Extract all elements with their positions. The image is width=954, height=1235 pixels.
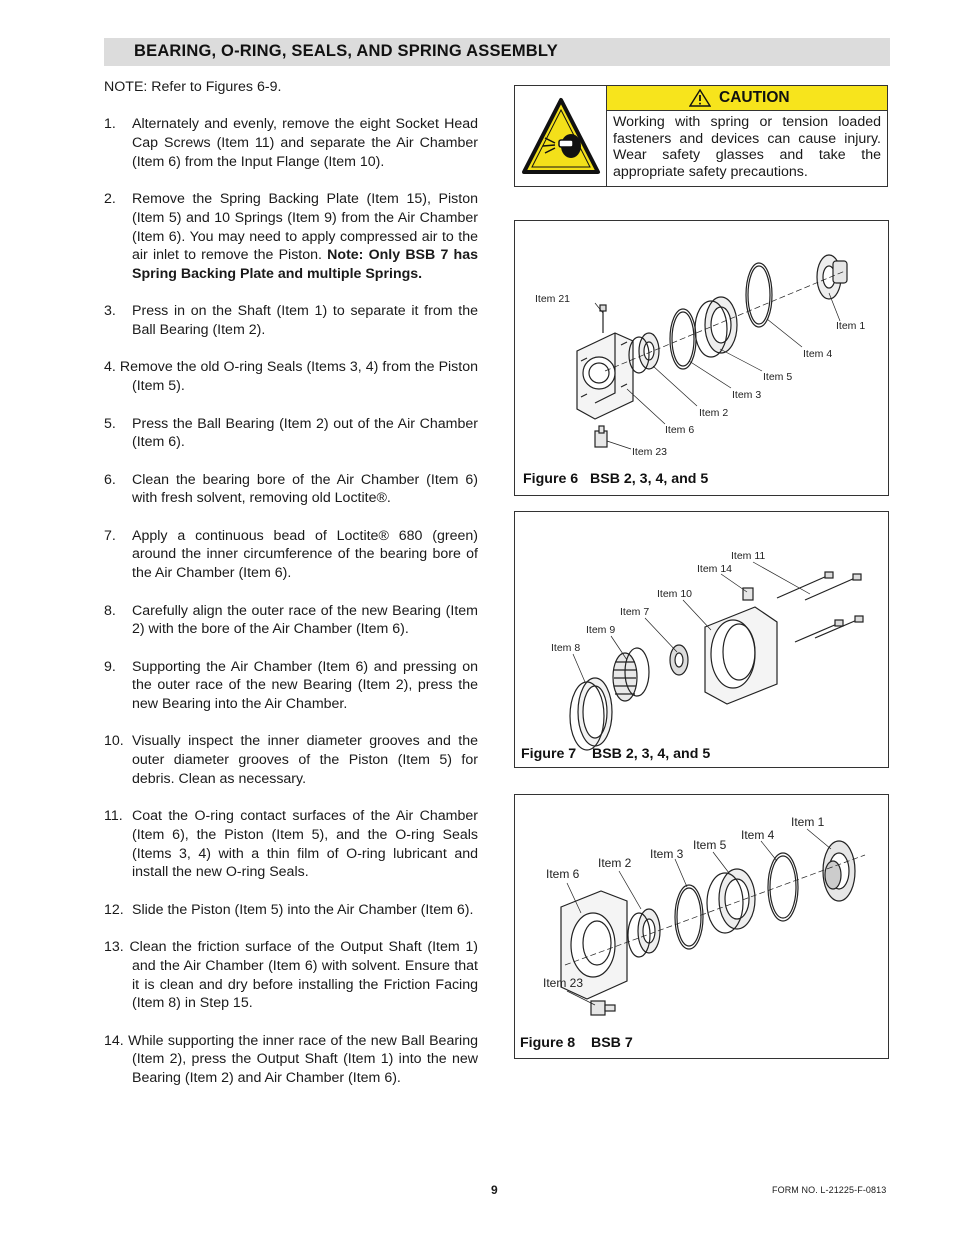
fig7-label-item11: Item 11: [731, 550, 766, 562]
step-text: Press the Ball Bearing (Item 2) out of t…: [132, 415, 478, 451]
figure-8-exploded-view: [560, 828, 866, 1016]
safety-glasses-warning-icon: [522, 98, 600, 174]
figure-6: Item 21 Item 1 Item 4 Item 5 Item 3 Item…: [514, 220, 889, 496]
step-8: 8. Carefully align the outer race of the …: [104, 602, 478, 639]
step-4: 4. Remove the old O-ring Seals (Items 3,…: [104, 358, 478, 395]
step-text: Slide the Piston (Item 5) into the Air C…: [132, 901, 474, 918]
step-2: 2. Remove the Spring Backing Plate (Item …: [104, 190, 478, 284]
fig8-label-item4: Item 4: [741, 828, 775, 842]
step-text: Clean the friction surface of the Output…: [129, 939, 478, 1012]
step-number: 3.: [104, 303, 116, 320]
step-number: 6.: [104, 471, 116, 488]
step-text: Coat the O-ring contact surfaces of the …: [132, 808, 478, 881]
caution-text: Working with spring or tension loaded fa…: [613, 114, 881, 180]
fig6-label-item6: Item 6: [665, 424, 695, 436]
section-title: BEARING, O-RING, SEALS, AND SPRING ASSEM…: [134, 42, 558, 60]
note-text: NOTE: Refer to Figures 6-9.: [104, 79, 282, 95]
caution-icon-cell: [515, 86, 607, 186]
fig8-label-item23: Item 23: [543, 976, 584, 990]
caution-label: CAUTION: [719, 89, 790, 106]
step-number: 12.: [104, 901, 124, 918]
fig8-label-item5: Item 5: [693, 838, 727, 852]
fig6-label-item21: Item 21: [535, 293, 571, 305]
step-number: 13.: [104, 939, 124, 956]
step-number: 8.: [104, 602, 116, 619]
figure-6-caption: Figure 6 BSB 2, 3, 4, and 5: [523, 471, 709, 487]
fig6-label-item5: Item 5: [763, 371, 793, 383]
step-text: Alternately and evenly, remove the eight…: [132, 116, 478, 170]
step-14: 14. While supporting the inner race of t…: [104, 1032, 478, 1088]
figure-7-exploded-view: [569, 561, 864, 751]
step-text: Remove the old O-ring Seals (Items 3, 4)…: [119, 359, 478, 395]
step-number: 1.: [104, 116, 116, 133]
step-5: 5. Press the Ball Bearing (Item 2) out of…: [104, 415, 478, 452]
figure-8: Item 1 Item 4 Item 5 Item 3 Item 2 Item …: [514, 794, 889, 1059]
step-number: 11.: [104, 808, 123, 825]
fig7-label-item9: Item 9: [586, 624, 616, 636]
page-number: 9: [491, 1183, 498, 1197]
fig7-label-item10: Item 10: [657, 588, 693, 600]
step-number: 14.: [104, 1032, 124, 1049]
warning-triangle-icon: [689, 89, 711, 107]
step-text: While supporting the inner race of the n…: [128, 1032, 478, 1087]
step-13: 13. Clean the friction surface of the Ou…: [104, 938, 478, 1013]
step-1: 1. Alternately and evenly, remove the eig…: [104, 115, 478, 171]
figure-7-caption: Figure 7 BSB 2, 3, 4, and 5: [521, 746, 711, 762]
step-number: 9.: [104, 658, 116, 675]
figure-8-caption: Figure 8 BSB 7: [520, 1035, 633, 1051]
step-note-bold: Note: Only BSB 7 has Spring Backing Plat…: [132, 247, 478, 282]
step-12: 12. Slide the Piston (Item 5) into the Ai…: [104, 901, 478, 920]
fig8-label-item3: Item 3: [650, 847, 684, 861]
fig8-label-item1: Item 1: [791, 815, 825, 829]
step-7: 7. Apply a continuous bead of Loctite® 68…: [104, 527, 478, 583]
caution-header: CAUTION: [607, 86, 887, 111]
step-text: Clean the bearing bore of the Air Chambe…: [132, 471, 478, 507]
figure-7: Item 11 Item 14 Item 10 Item 7 Item 9 It…: [514, 511, 889, 768]
section-header-bar: BEARING, O-RING, SEALS, AND SPRING ASSEM…: [104, 38, 890, 66]
step-10: 10. Visually inspect the inner diameter g…: [104, 732, 478, 788]
step-9: 9. Supporting the Air Chamber (Item 6) an…: [104, 658, 478, 714]
step-number: 10.: [104, 733, 124, 750]
fig7-label-item14: Item 14: [697, 563, 733, 575]
fig7-label-item7: Item 7: [620, 606, 650, 618]
step-text: Apply a continuous bead of Loctite® 680 …: [132, 527, 478, 582]
step-text: Press in on the Shaft (Item 1) to separa…: [132, 303, 478, 339]
fig6-label-item4: Item 4: [803, 348, 833, 360]
step-number: 5.: [104, 415, 116, 432]
fig6-label-item1: Item 1: [836, 320, 866, 332]
figure-6-exploded-view: [576, 254, 848, 450]
step-number: 4.: [104, 359, 116, 376]
fig6-label-item3: Item 3: [732, 389, 762, 401]
fig8-label-item6: Item 6: [546, 867, 580, 881]
form-number: FORM NO. L-21225-F-0813: [772, 1185, 887, 1195]
fig6-label-item23: Item 23: [632, 446, 668, 458]
step-text: Carefully align the outer race of the ne…: [132, 602, 478, 638]
fig7-label-item8: Item 8: [551, 642, 581, 654]
step-6: 6. Clean the bearing bore of the Air Cham…: [104, 471, 478, 508]
step-3: 3. Press in on the Shaft (Item 1) to sepa…: [104, 302, 478, 339]
instructions-column: NOTE: Refer to Figures 6-9. 1. Alternatel…: [104, 78, 478, 1106]
step-11: 11. Coat the O-ring contact surfaces of t…: [104, 807, 478, 882]
caution-box: CAUTION Working with spring or tension l…: [514, 85, 888, 187]
fig6-label-item2: Item 2: [699, 407, 729, 419]
fig8-label-item2: Item 2: [598, 856, 632, 870]
step-text: Visually inspect the inner diameter groo…: [132, 733, 478, 787]
step-number: 7.: [104, 527, 116, 544]
step-text: Supporting the Air Chamber (Item 6) and …: [132, 658, 478, 713]
step-text: Remove the Spring Backing Plate (Item 15…: [132, 191, 478, 264]
step-number: 2.: [104, 191, 116, 208]
